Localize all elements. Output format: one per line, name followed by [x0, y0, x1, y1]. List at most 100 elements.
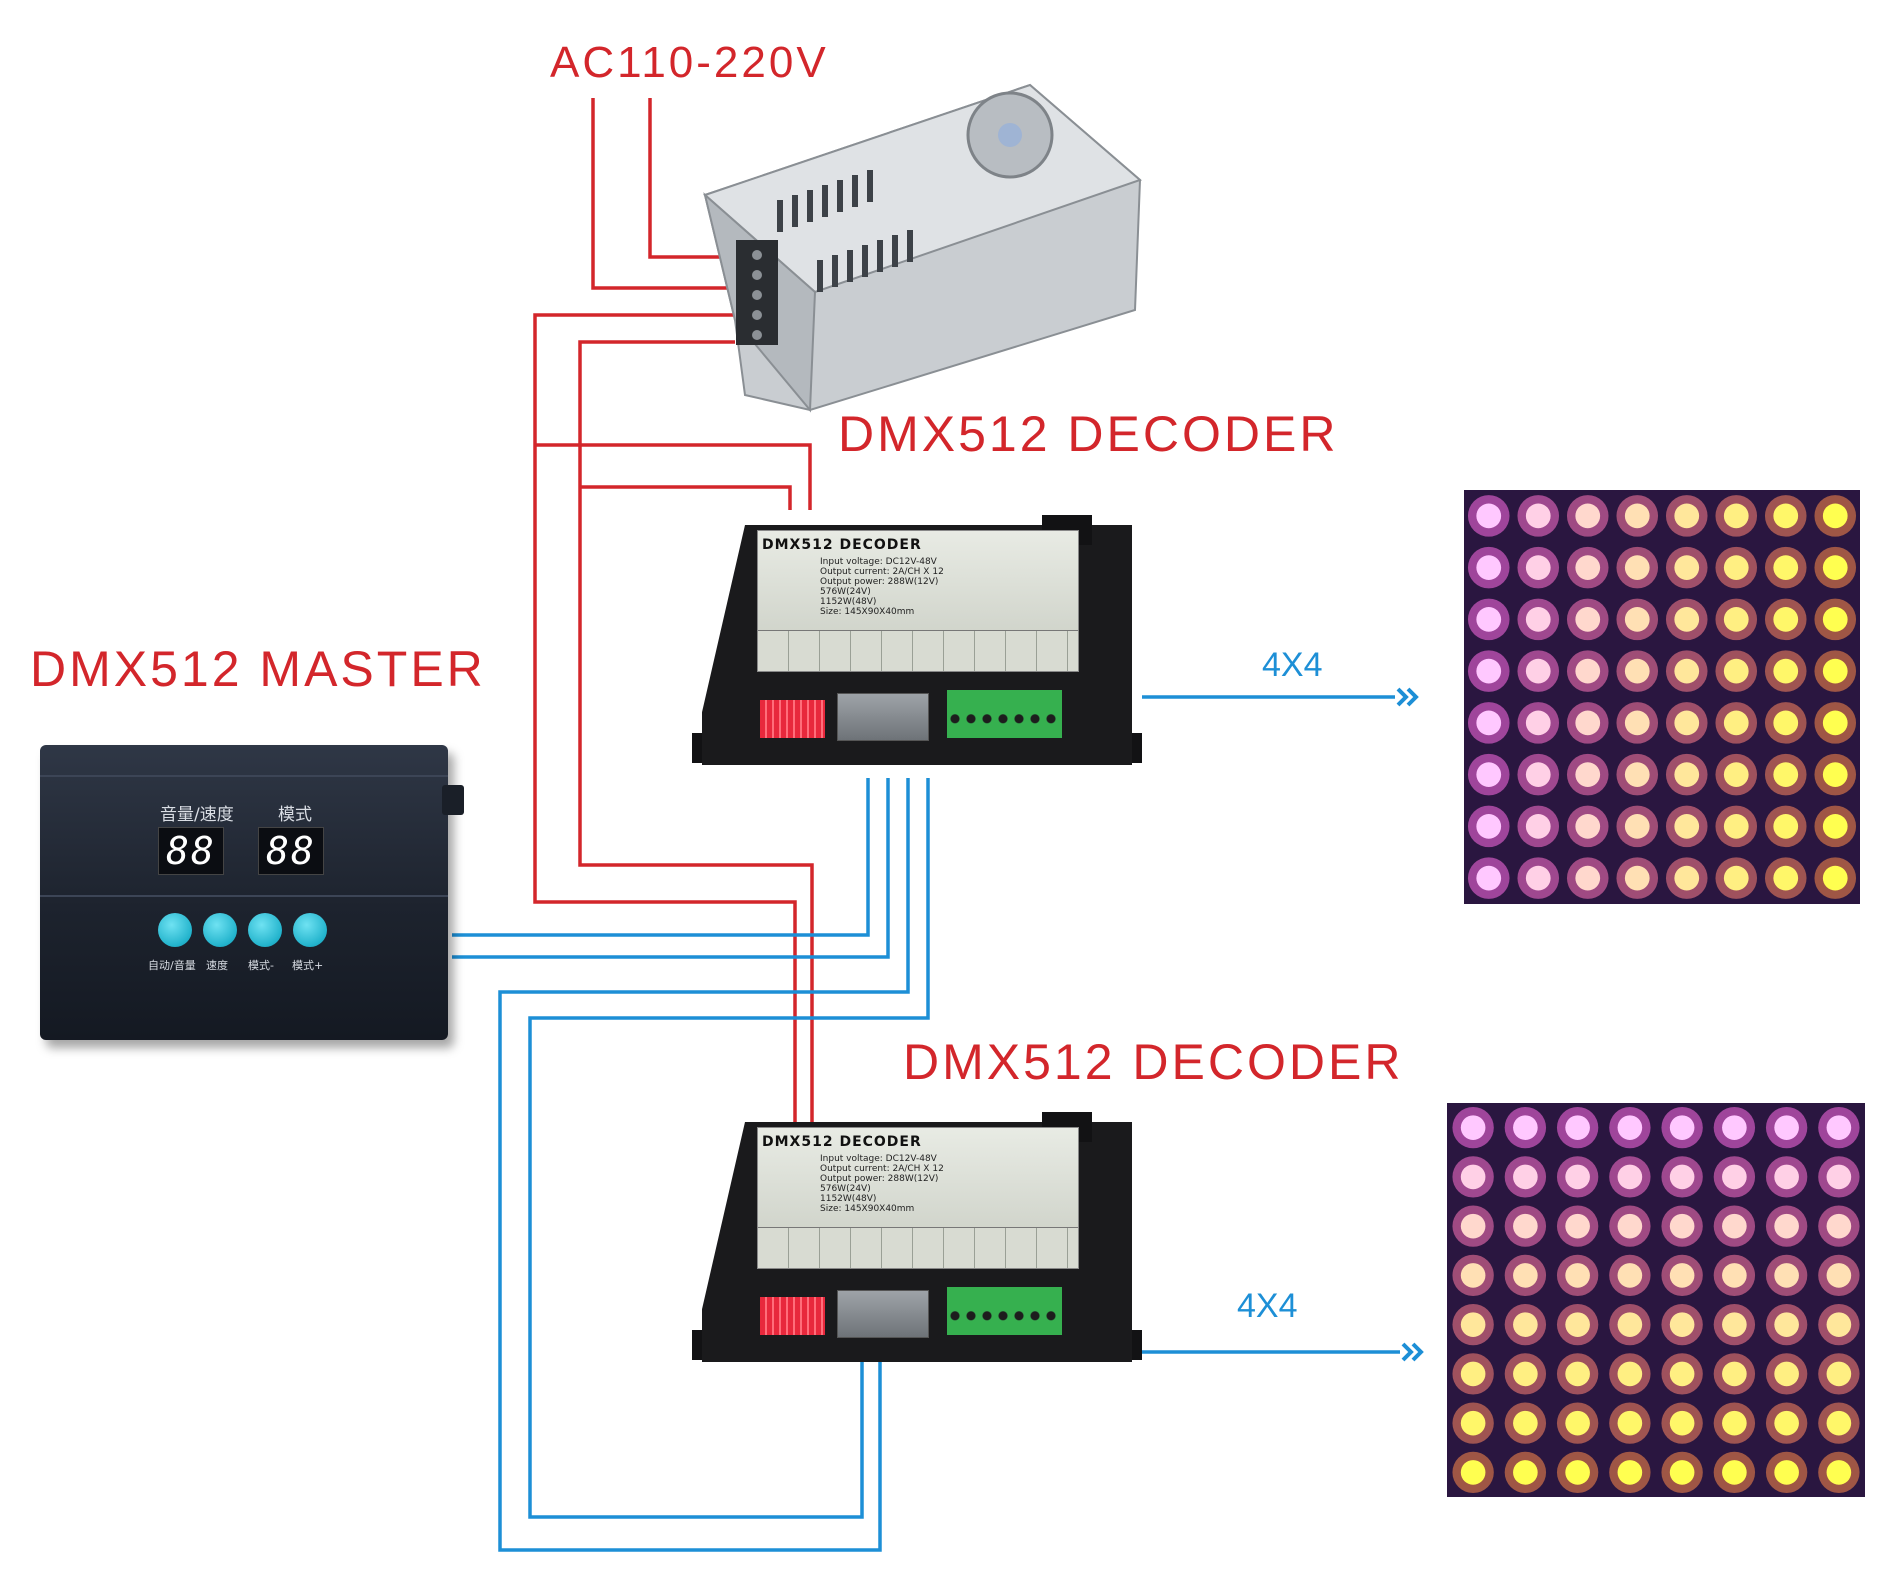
led-dot — [1826, 1312, 1852, 1337]
led-dot — [1674, 503, 1700, 529]
output-bottom-label: 4X4 — [1237, 1287, 1298, 1325]
led-dot — [1822, 865, 1848, 891]
mode-plus-button[interactable] — [293, 913, 327, 947]
led-dot — [1774, 1164, 1799, 1190]
display-right: 88 — [258, 827, 324, 875]
led-dot — [1460, 1312, 1486, 1337]
power-wires — [533, 98, 814, 1125]
led-dot — [1617, 1460, 1643, 1485]
led-dot — [1565, 1213, 1590, 1239]
auto-volume-button[interactable] — [158, 913, 192, 947]
led-dot — [1669, 1164, 1695, 1190]
led-dot — [1513, 1213, 1538, 1239]
display-left: 88 — [158, 827, 224, 875]
mode-minus-button[interactable] — [248, 913, 282, 947]
output-terminal — [947, 1287, 1062, 1335]
led-dot — [1773, 503, 1799, 529]
plate-title: DMX512 DECODER — [762, 1134, 922, 1150]
led-dot — [1826, 1361, 1852, 1387]
vent-slots — [777, 170, 913, 292]
led-dot — [1822, 762, 1848, 787]
led-dot — [1525, 865, 1551, 891]
led-dot — [1617, 1115, 1643, 1140]
rj45-ports — [837, 1290, 929, 1338]
ac-wire-1 — [591, 98, 735, 290]
led-dot — [1723, 607, 1749, 632]
led-dot — [1669, 1213, 1695, 1239]
button-label: 速度 — [206, 959, 228, 972]
display-label-left: 音量/速度 — [160, 805, 234, 825]
signal-wires — [452, 695, 1400, 1552]
led-dot — [1525, 607, 1551, 632]
led-dot — [1624, 607, 1650, 632]
signal-chain-1 — [498, 778, 910, 1552]
led-dot — [1674, 865, 1700, 891]
speed-button[interactable] — [203, 913, 237, 947]
decoder-label-plate — [757, 1127, 1079, 1269]
led-dot — [1624, 710, 1650, 736]
led-dot — [1723, 762, 1749, 787]
led-dot — [1525, 762, 1551, 787]
led-dot — [1565, 1164, 1590, 1190]
arrowheads — [1396, 687, 1424, 1362]
led-dot — [1822, 555, 1848, 580]
led-dot — [1674, 658, 1700, 684]
rj45-ports — [837, 693, 929, 741]
led-dot — [1565, 1410, 1590, 1436]
led-dot — [1617, 1263, 1643, 1288]
led-dot — [1826, 1460, 1852, 1485]
led-dot — [1460, 1410, 1486, 1436]
led-dot — [1624, 814, 1650, 839]
led-dot — [1674, 710, 1700, 736]
dmx-master-controller: 音量/速度 模式 88 88 自动/音量 速度 模式- 模式+ — [40, 745, 464, 1040]
led-dot — [1565, 1312, 1590, 1337]
led-dot — [1674, 607, 1700, 632]
led-dot — [1773, 865, 1799, 891]
ac-input-label: AC110-220V — [550, 38, 829, 87]
display-label-right: 模式 — [278, 805, 312, 825]
led-dot — [1822, 710, 1848, 736]
led-dot — [1525, 658, 1551, 684]
led-dot — [1460, 1263, 1486, 1288]
led-dot — [1722, 1361, 1747, 1387]
led-dot — [1624, 555, 1650, 580]
button-label: 自动/音量 — [148, 959, 196, 972]
led-dot — [1513, 1164, 1538, 1190]
led-dot — [1773, 658, 1799, 684]
led-dot — [1822, 607, 1848, 632]
led-dot — [1513, 1263, 1538, 1288]
led-dot — [1722, 1115, 1747, 1140]
led-dot — [1774, 1312, 1799, 1337]
led-dot — [1513, 1361, 1538, 1387]
led-dot — [1774, 1263, 1799, 1288]
led-dot — [1575, 607, 1601, 632]
led-dot — [1624, 503, 1650, 529]
led-matrix-top — [1464, 490, 1860, 904]
led-dot — [1774, 1213, 1799, 1239]
decoder-label-plate — [757, 530, 1079, 672]
signal-in-2 — [452, 778, 890, 959]
dc-wire-branch-2 — [580, 485, 792, 510]
led-dot — [1476, 814, 1502, 839]
ac-wire-2 — [648, 98, 735, 259]
led-dot — [1723, 814, 1749, 839]
led-dot — [1525, 555, 1551, 580]
led-dot — [1476, 658, 1502, 684]
led-dot — [1525, 814, 1551, 839]
led-dot — [1826, 1263, 1852, 1288]
plate-specs: Input voltage: DC12V-48V Output current:… — [820, 1154, 944, 1214]
led-dot — [1460, 1115, 1486, 1140]
dip-switch[interactable] — [760, 700, 825, 738]
dip-switch[interactable] — [760, 1297, 825, 1335]
led-dot — [1565, 1115, 1590, 1140]
led-dot — [1722, 1263, 1747, 1288]
led-dot — [1723, 658, 1749, 684]
output-top-label: 4X4 — [1262, 646, 1323, 684]
dc-wire-branch-1 — [535, 443, 812, 510]
led-dot — [1826, 1410, 1852, 1436]
led-dot — [1774, 1410, 1799, 1436]
led-dot — [1617, 1312, 1643, 1337]
led-dot — [1773, 710, 1799, 736]
